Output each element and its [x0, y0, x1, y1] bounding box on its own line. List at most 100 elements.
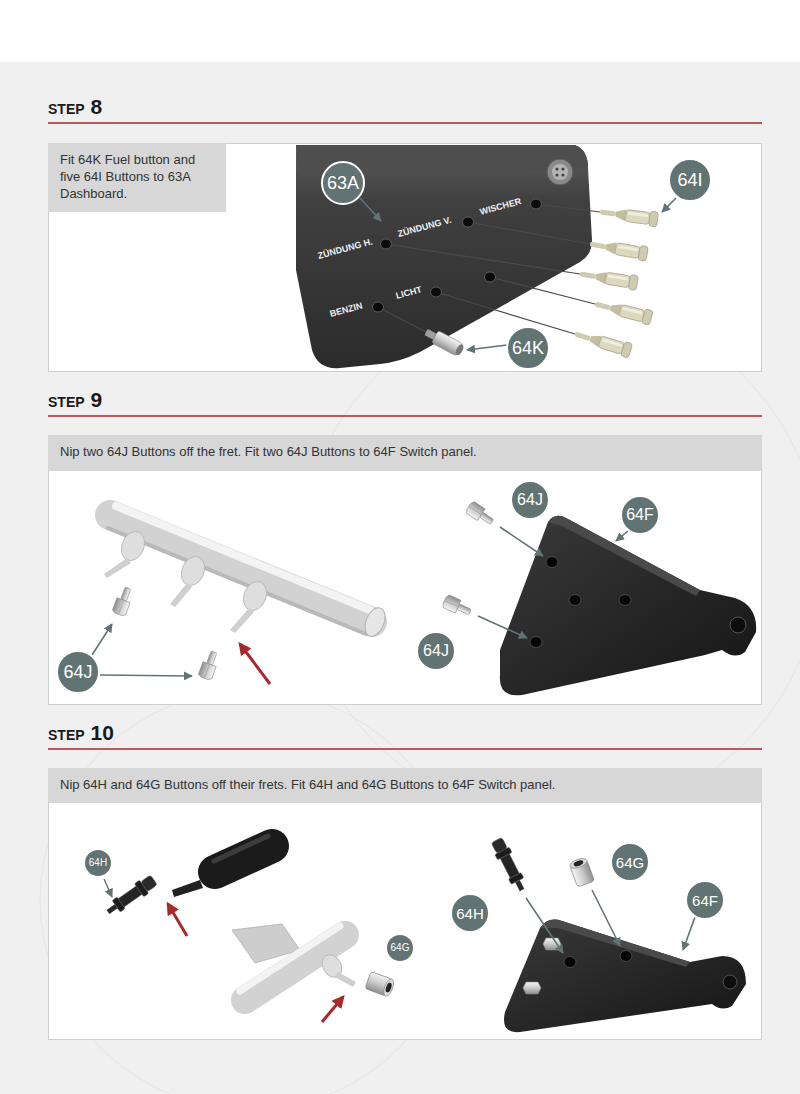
fret-sprue: [239, 578, 271, 614]
fitting-arrow: [683, 917, 695, 950]
switch-panel-64f: [543, 938, 561, 950]
fitting-arrow: [526, 890, 695, 953]
switch-panel-64f: [504, 920, 746, 1033]
fret-sprue: [214, 836, 268, 861]
callout-number: 64I: [668, 158, 712, 202]
fret-sprue: [110, 515, 372, 622]
panel-label: ZÜNDUNG V.: [397, 215, 453, 240]
dashboard-hole: [531, 199, 542, 209]
callout-number: 64K: [506, 326, 550, 370]
switch-panel-64f: [540, 920, 690, 967]
heading-rule: [48, 748, 762, 750]
dashboard-63a: [561, 167, 564, 170]
fitting-line: [378, 204, 600, 334]
node-text: 64F: [626, 507, 654, 523]
fitting-arrow: [616, 531, 628, 541]
node-text: 64I: [677, 171, 702, 189]
illustration: [579, 267, 639, 291]
callout-leader: [104, 879, 112, 897]
instruction-band: Nip two 64J Buttons off the fret. Fit tw…: [48, 435, 762, 471]
fitting-arrow: [478, 616, 527, 638]
callout-leader: [662, 198, 676, 212]
illustration: [589, 237, 649, 262]
illustration: [112, 586, 135, 617]
fitting-arrow: [500, 527, 543, 556]
dashboard-63a: [555, 167, 558, 170]
dashboard-hole: [381, 239, 392, 249]
top-strip: [0, 0, 800, 62]
fitting-line: [386, 244, 580, 274]
dashboard-hole: [463, 217, 474, 227]
fret-sprue: [245, 935, 345, 1000]
illustration: [569, 856, 595, 887]
step-frame: [49, 144, 762, 1040]
switch-panel-64f: [546, 557, 558, 568]
fitting-line: [436, 292, 575, 334]
callout-number: 64J: [416, 631, 456, 671]
callout-leader: [467, 345, 507, 350]
fret-sprue: [361, 605, 389, 640]
fret-sprue: [172, 880, 203, 897]
callout-number: 64H: [83, 848, 113, 878]
node-text: 64H: [89, 858, 107, 868]
step-number: 10: [91, 720, 114, 745]
step-frame: [49, 144, 762, 372]
switch-panel-64f: [730, 617, 746, 633]
nip-arrow: [322, 997, 343, 1022]
watermark-arcs: [40, 300, 800, 1094]
node-text: Nip two 64J Buttons off the fret. Fit tw…: [60, 444, 750, 461]
instruction-band: Nip 64H and 64G Buttons off their frets.…: [48, 768, 762, 803]
nip-arrow: [240, 644, 270, 684]
fitting-line: [490, 277, 595, 304]
dashboard-63a: [296, 145, 592, 368]
fret-sprue: [108, 528, 366, 634]
dashboard-hole: [373, 199, 542, 312]
step-word: STEP: [48, 394, 85, 411]
node-text: 64J: [63, 663, 92, 681]
fitting-line: [378, 307, 426, 332]
panel-label: BENZIN: [329, 300, 364, 319]
illustration: [103, 873, 158, 918]
switch-panel-64f: [523, 982, 541, 994]
fret-sprue: [172, 836, 272, 897]
callout-number: 64G: [610, 842, 650, 882]
illustration: [198, 650, 221, 681]
node-text: 64F: [692, 893, 718, 908]
switch-panel-64f: [500, 516, 756, 696]
node-text: 64K: [512, 339, 544, 357]
switch-panel-64f: [530, 637, 542, 648]
nip-arrow: [168, 904, 187, 936]
fitting-line: [468, 222, 590, 244]
fitting-arrow: [526, 898, 563, 953]
switch-panel-64f: [500, 516, 756, 696]
node-text: 63A: [327, 174, 359, 192]
node-text: 64J: [517, 492, 543, 508]
switch-panel-64f: [619, 595, 631, 606]
node-text: 64G: [616, 855, 644, 870]
fret-sprue: [230, 608, 254, 633]
illustration: [593, 297, 653, 326]
heading-rule: [48, 123, 762, 749]
step-word: STEP: [48, 101, 85, 118]
step-frame: [49, 769, 762, 1040]
node-text: Nip 64H and 64G Buttons off their frets.…: [60, 777, 750, 794]
node-text: 64J: [423, 643, 449, 659]
fret-sprue: [104, 558, 131, 578]
fret-sprue: [170, 583, 192, 607]
node-text: Fit 64K Fuel button and five 64I Buttons…: [60, 152, 214, 203]
switch-panel-64f: [723, 975, 737, 989]
callout-number: 63A: [321, 161, 365, 205]
fitting-arrow: [592, 890, 620, 946]
dashboard-63a: [547, 159, 573, 185]
dashboard-hole: [431, 287, 442, 297]
callout-number: 64F: [620, 495, 660, 535]
dashboard-63a: [552, 164, 568, 180]
switch-panel-64f: [504, 920, 746, 1033]
illustration: [423, 326, 466, 358]
callout-number: 64J: [56, 650, 100, 694]
dashboard-63a: [561, 173, 564, 176]
